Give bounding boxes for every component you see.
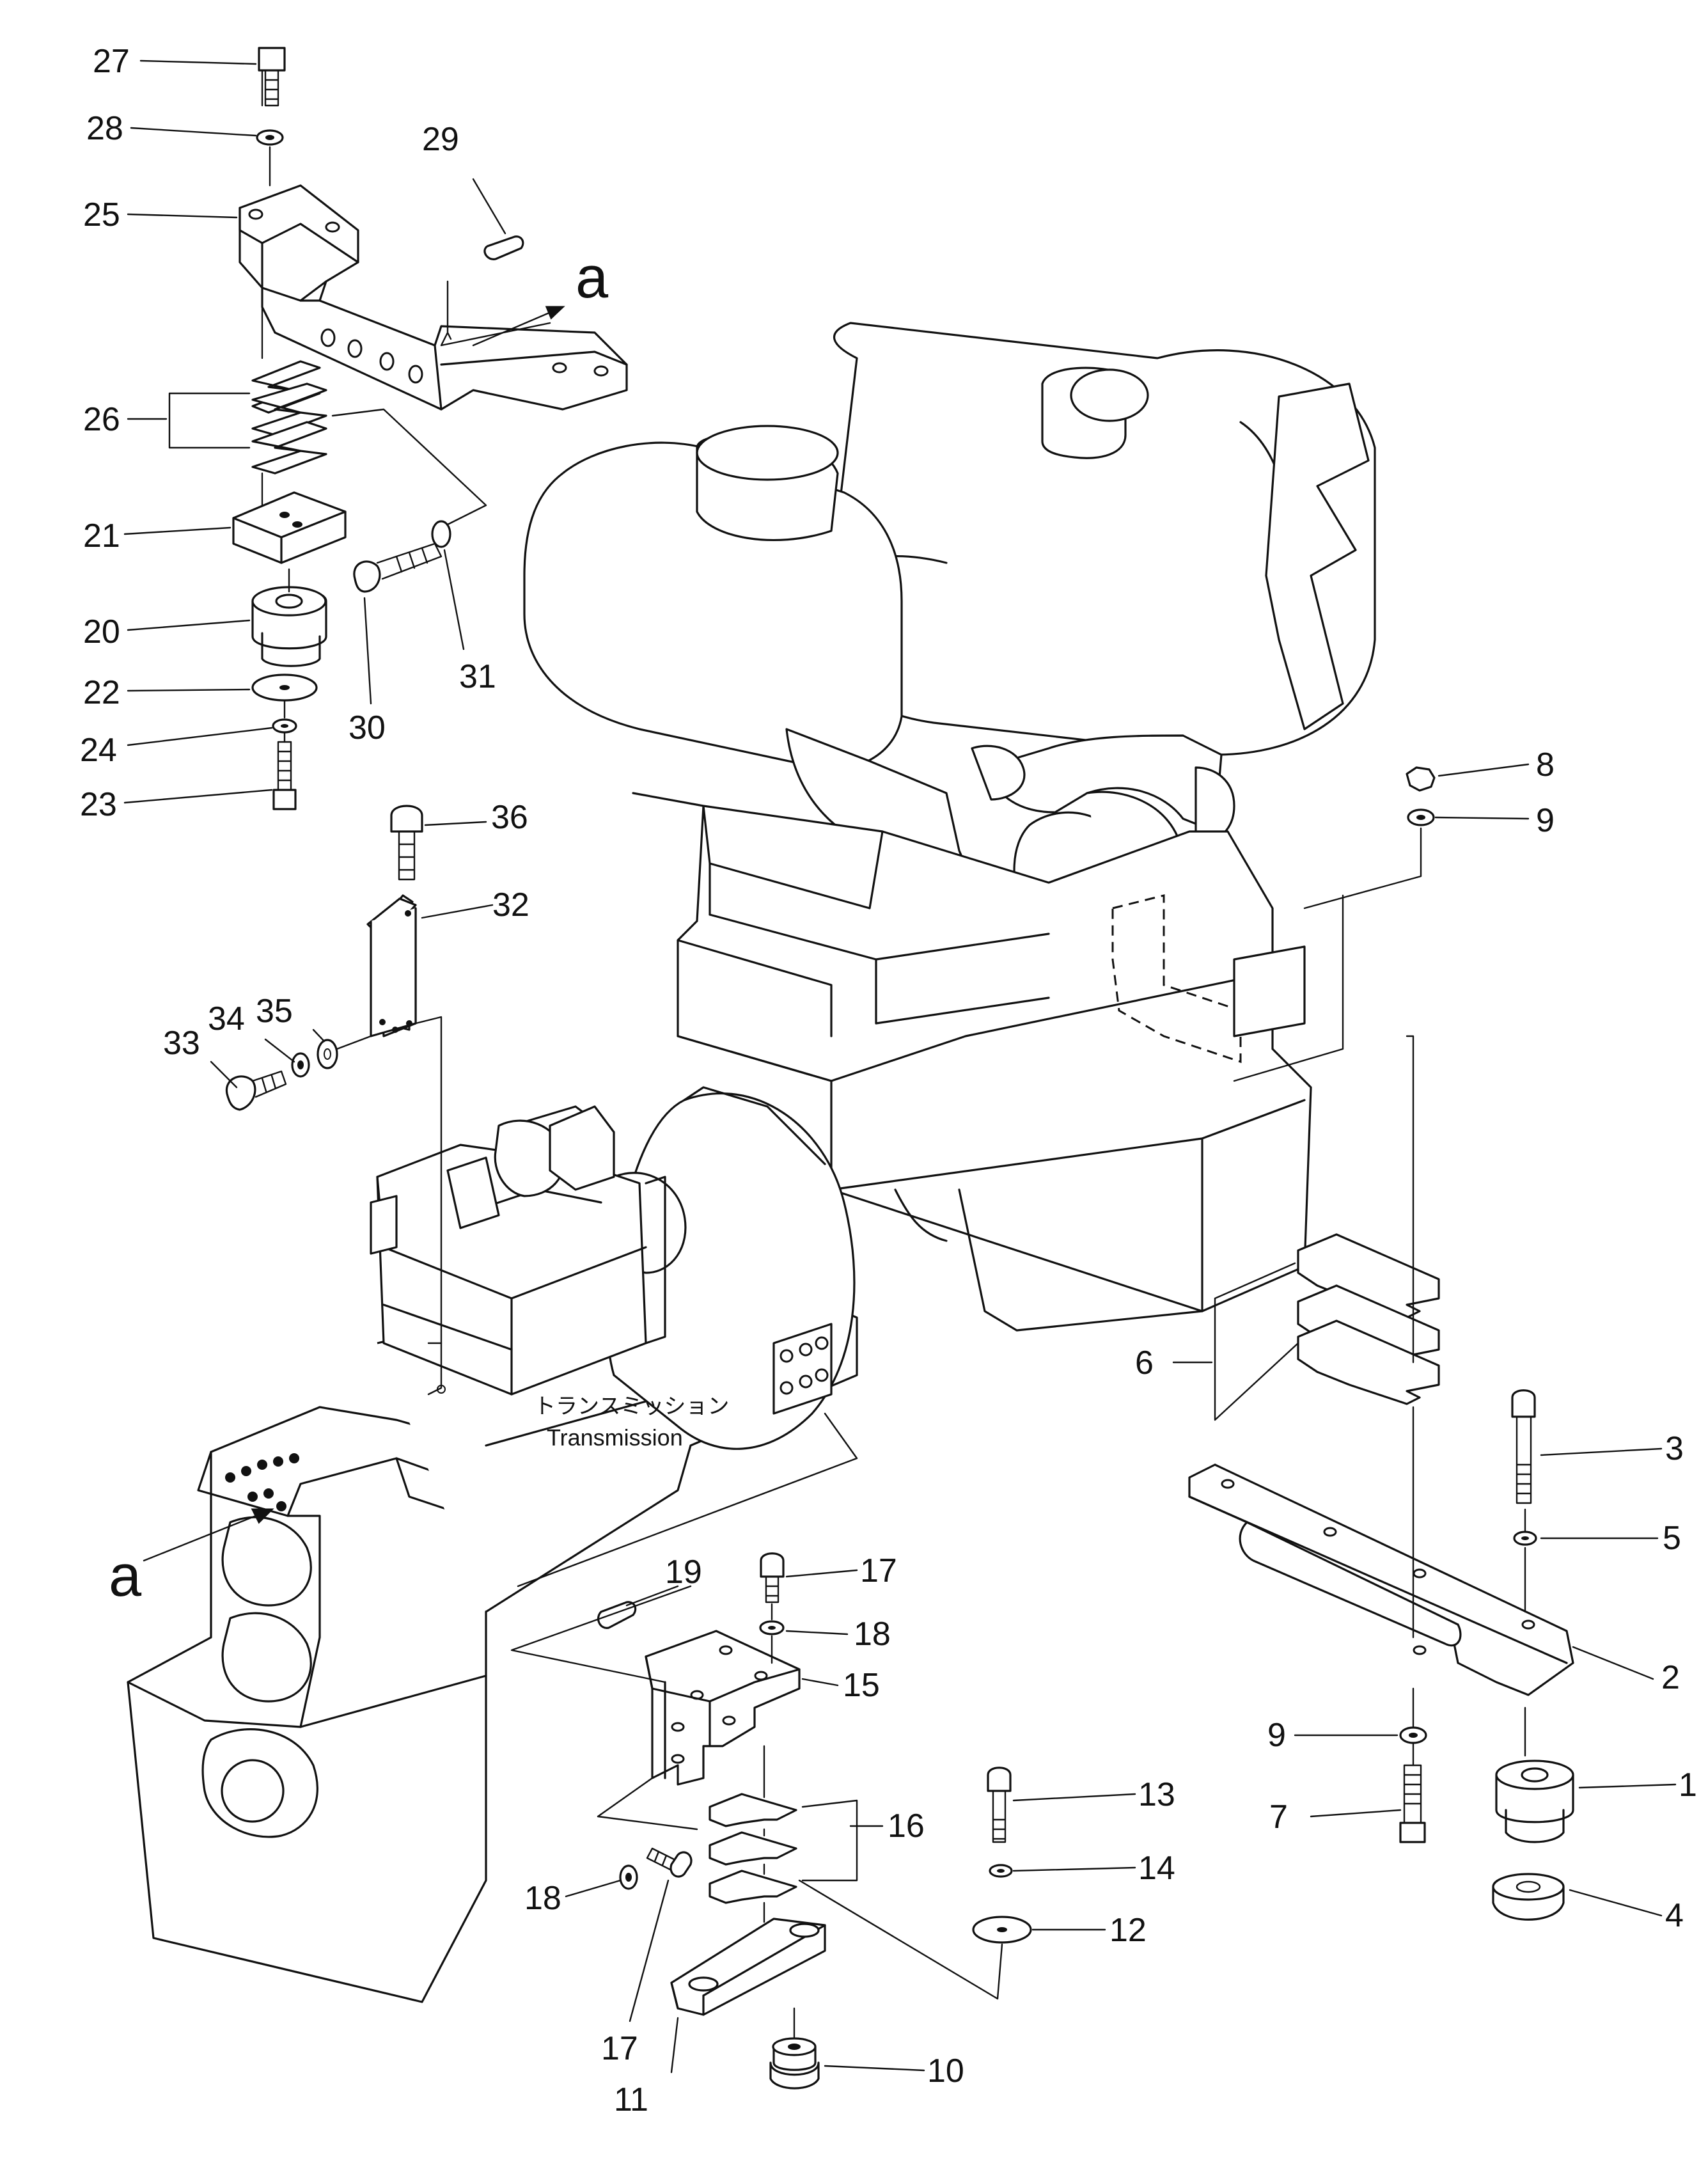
shim-16b [709,1870,797,1904]
transmission-caption: トランスミッション Transmission [534,1394,729,1451]
callout-20: 20 [83,613,120,650]
callout-15: 15 [843,1667,880,1704]
bolt-7 [1403,1764,1422,1824]
callout-31: 31 [459,658,496,695]
rear-mount-bracket-group [232,47,628,810]
transmission-assembly [127,1086,858,2003]
callout-8: 8 [1536,746,1555,784]
callout-36: 36 [491,799,528,836]
callout-26: 26 [83,401,120,438]
callout-10: 10 [927,2052,964,2090]
bolt-17-top [760,1552,785,1578]
callout-18-bottom: 18 [524,1880,561,1917]
callout-35: 35 [256,993,293,1030]
turbo-pipe [983,734,1223,833]
bracket-2 [1188,1463,1574,1696]
callout-27: 27 [93,43,130,80]
shim-26b [251,421,327,475]
view-a-arrows: a a [109,245,609,1609]
callout-21: 21 [83,517,120,555]
view-mark-a-bottom: a [109,1543,142,1609]
callout-5: 5 [1663,1520,1681,1557]
bolt-27 [258,47,286,72]
caption-japanese: トランスミッション [534,1394,729,1419]
air-cleaner-top-cap [1070,368,1149,422]
shim-16a [709,1793,797,1827]
callout-11: 11 [614,2081,648,2118]
bolt-3 [1511,1389,1536,1418]
engine-block [632,792,1312,1312]
bolt-36 [390,805,423,833]
callout-7: 7 [1269,1799,1288,1836]
bracket-15 [645,1630,801,1786]
engine-fan [1265,382,1370,730]
callout-22: 22 [83,674,120,711]
air-cleaner-right-cap [1041,366,1127,459]
callout-14: 14 [1138,1850,1175,1887]
callout-4: 4 [1665,1897,1684,1934]
callout-leaders [123,59,1677,2074]
bottom-mount-group [510,1552,1032,2090]
callout-32: 32 [492,886,529,924]
callout-1: 1 [1679,1767,1697,1804]
block-21 [232,491,347,564]
callout-25: 25 [83,196,120,233]
callout-16: 16 [888,1808,925,1845]
washer-31 [431,520,451,548]
caption-english: Transmission [547,1424,683,1451]
callout-17-top: 17 [860,1552,897,1589]
view-mark-a-top: a [576,245,609,310]
callout-19: 19 [665,1554,702,1591]
engine-assembly [523,322,1376,1332]
callout-24: 24 [80,732,117,769]
dowel-19 [597,1601,637,1629]
engine-mount-pad [1111,894,1242,1064]
callout-28: 28 [86,110,123,147]
dowel-29 [483,235,524,260]
bolt-30 [353,560,381,593]
callout-30: 30 [349,709,386,746]
callout-3: 3 [1665,1430,1684,1467]
callout-23: 23 [80,786,117,823]
callout-9-top: 9 [1536,802,1555,839]
bolt-23 [277,741,292,791]
callout-13: 13 [1138,1776,1175,1813]
callout-2: 2 [1661,1659,1680,1696]
callout-29: 29 [422,121,459,158]
callout-18-top: 18 [854,1616,891,1653]
callout-numbers: 1 2 3 4 5 6 7 8 9 9 10 11 12 13 14 15 16… [80,43,1697,2118]
front-mount-group [1188,766,1574,1921]
callout-12: 12 [1109,1912,1147,1949]
callout-17-bottom: 17 [601,2030,638,2067]
nut-8 [1406,766,1436,792]
callout-6: 6 [1135,1344,1154,1382]
callout-34: 34 [208,1000,245,1037]
stay-bracket-group [225,805,446,1396]
callout-33: 33 [163,1025,200,1062]
bolt-13 [987,1767,1012,1792]
shim-6a [1297,1233,1440,1319]
callout-9-bottom: 9 [1267,1717,1286,1754]
